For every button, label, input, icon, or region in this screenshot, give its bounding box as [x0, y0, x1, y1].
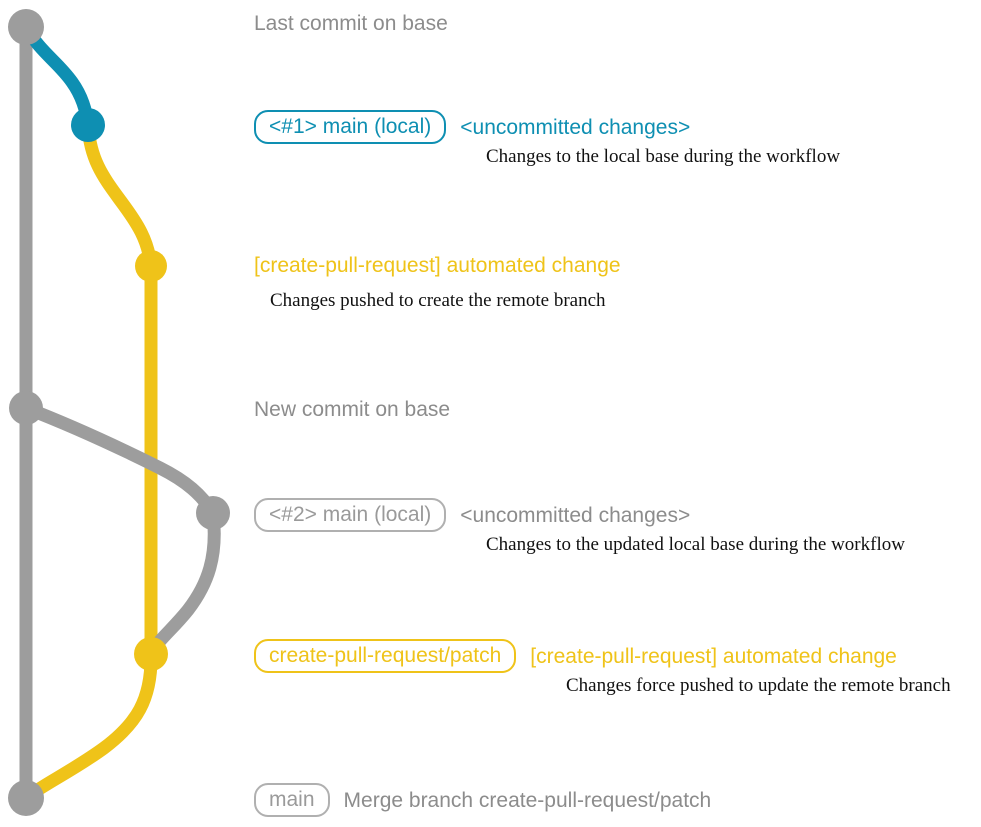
updated-local-branch-line-in [144, 506, 221, 661]
row-automated-change-2: create-pull-request/patch [create-pull-r… [254, 639, 897, 673]
commit-node-local-main-2[interactable] [196, 496, 230, 530]
row-subtext-local-main-2: Changes to the updated local base during… [486, 534, 905, 555]
row-local-main-2: <#2> main (local) <uncommitted changes> [254, 498, 690, 532]
row-headline-new-commit-on-base: New commit on base [254, 398, 451, 421]
row-headline-merge-commit: Merge branch create-pull-request/patch [343, 788, 712, 812]
merge-line-yellow [19, 647, 158, 805]
row-headline-automated-change-1: [create-pull-request] automated change [254, 254, 621, 277]
row-headline-automated-change-2: [create-pull-request] automated change [530, 644, 897, 668]
branch-badge-local-main-1[interactable]: <#1> main (local) [254, 110, 447, 144]
row-subtext-automated-change-1: Changes pushed to create the remote bran… [270, 290, 606, 311]
row-subtext-automated-change-2: Changes force pushed to update the remot… [566, 675, 951, 696]
branch-badge-local-main-2[interactable]: <#2> main (local) [254, 498, 447, 532]
updated-local-branch-line-out [19, 401, 220, 520]
row-automated-change-1: [create-pull-request] automated change [254, 255, 621, 276]
commit-node-merge-commit[interactable] [8, 780, 44, 816]
branch-badge-main[interactable]: main [254, 783, 330, 817]
row-last-commit-on-base: Last commit on base [254, 13, 448, 34]
row-headline-local-main-1: <uncommitted changes> [460, 115, 691, 139]
row-merge-commit: main Merge branch create-pull-request/pa… [254, 783, 711, 817]
row-local-main-1: <#1> main (local) <uncommitted changes> [254, 110, 690, 144]
patch-branch-line-upper [81, 118, 158, 273]
commit-node-new-commit-on-base[interactable] [9, 391, 43, 425]
commit-node-automated-change-2[interactable] [134, 637, 168, 671]
row-headline-local-main-2: <uncommitted changes> [460, 503, 691, 527]
branch-badge-create-pull-request-patch[interactable]: create-pull-request/patch [254, 639, 517, 673]
commit-node-last-commit-on-base[interactable] [8, 9, 44, 45]
row-new-commit-on-base: New commit on base [254, 399, 450, 420]
row-headline-last-commit-on-base: Last commit on base [254, 12, 448, 35]
commit-node-local-main-1[interactable] [71, 108, 105, 142]
row-subtext-local-main-1: Changes to the local base during the wor… [486, 146, 841, 167]
commit-node-automated-change-1[interactable] [135, 250, 167, 282]
